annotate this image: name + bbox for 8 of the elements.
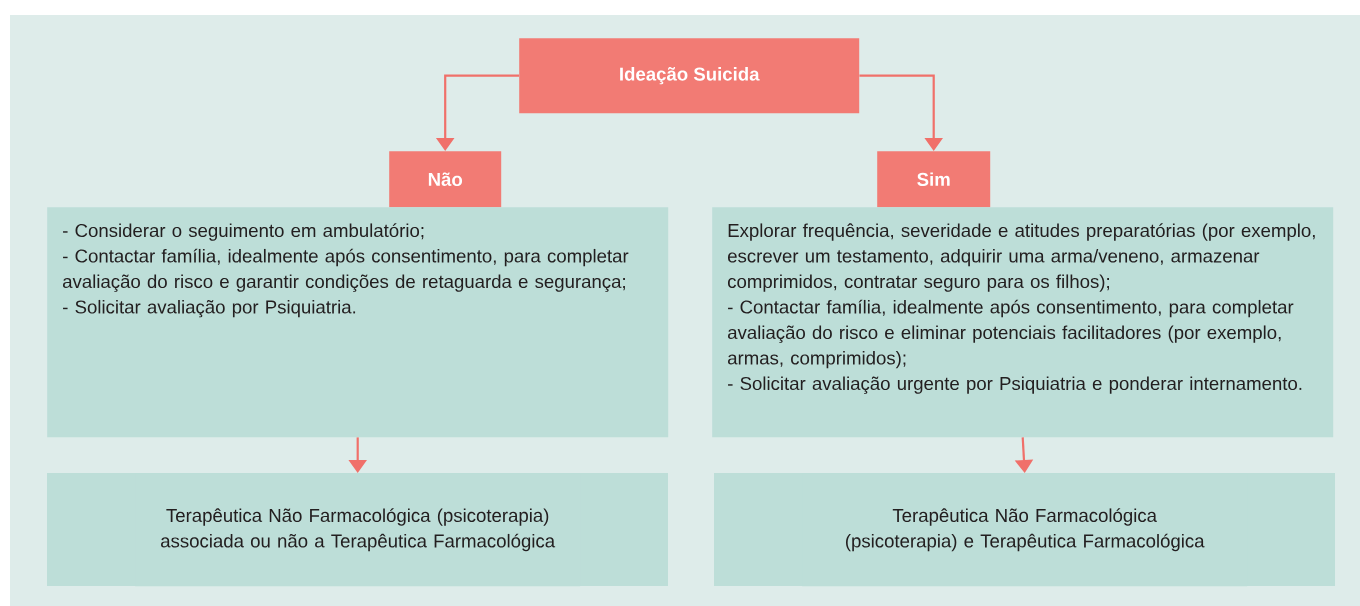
result-box: Terapêutica Não Farmacológica (psicoterapia) associada ou não a Terapêutica Farmacológica [47, 473, 668, 587]
result-box: Terapêutica Não Farmacológica (psicoterapia) e Terapêutica Farmacológica [714, 473, 1335, 587]
arrow [859, 74, 943, 151]
text-box: - Considerar o seguimento em ambulatório; - Contactar família, idealmente após consentimento, para completar avaliação do risco e garantir condições de retaguarda e segurança; - Solicitar avaliação por Psiquiatria. [47, 207, 669, 438]
text-box: Explorar frequência, severidade e atitudes preparatórias (por exemplo, escrever um testamento, adquirir uma arma/veneno, armazenar comprimidos, contratar seguro para os filhos); - Contactar família, idealmente após consentimento, para completar avaliação do risco e eliminar potenciais facilitadores (por exemplo, armas, comprimidos); - Solicitar avaliação urgente por Psiquiatria e ponderar internamento. [712, 207, 1334, 438]
heading-box: Ideação Suicida [519, 38, 860, 114]
heading-box: Não [389, 151, 502, 208]
heading-box: Sim [877, 151, 991, 208]
